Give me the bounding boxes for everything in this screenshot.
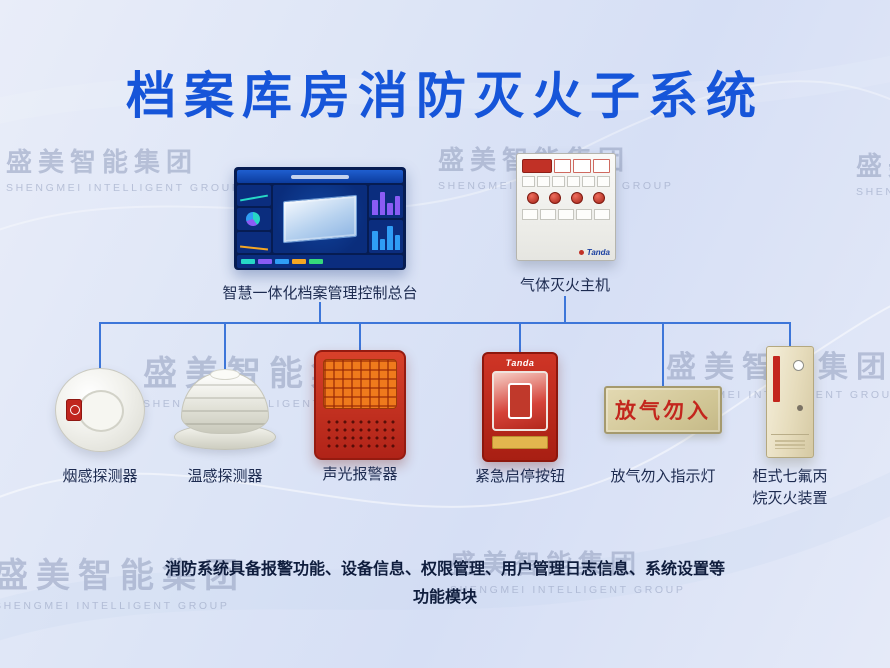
lock-icon [797, 405, 803, 411]
connector-line [99, 322, 101, 368]
console-header [237, 170, 403, 183]
gas-host-label: 气体灭火主机 [519, 277, 610, 294]
gas-host-cells-row [522, 176, 610, 187]
connector-line [319, 302, 321, 322]
connector-line [224, 322, 226, 370]
console-room-view [273, 185, 367, 253]
emergency-button-image: Tanda [482, 352, 558, 462]
connector-bus [99, 322, 791, 324]
gas-warning-sign-image: 放气勿入 [604, 386, 722, 434]
connector-line [662, 322, 664, 388]
footer-text: 消防系统具备报警功能、设备信息、权限管理、用户管理日志信息、系统设置等 功能模块 [0, 556, 890, 612]
console-left-charts [237, 185, 271, 253]
detector-ring [78, 390, 124, 432]
bar-chart-icon [369, 185, 403, 218]
knob-icon [527, 192, 539, 204]
donut-chart-icon [237, 208, 271, 230]
watermark: 盛美智能集团 SHENGMEI INTELLIGENT GROUP [856, 146, 890, 198]
watermark: 盛美智能集团 SHENGMEI INTELLIGENT GROUP [6, 142, 241, 194]
bar-chart-icon [369, 220, 403, 253]
knob-icon [571, 192, 583, 204]
connector-line [359, 322, 361, 352]
host-display [522, 159, 552, 173]
watermark: 盛美智能集团 SHENGMEI INTELLIGENT GROUP [450, 544, 685, 596]
emergency-button-label: 紧急启停按钮 [474, 468, 565, 485]
watermark: 盛美智能集团 SHENGMEI INTELLIGENT GROUP [0, 548, 246, 612]
smoke-detector-label: 烟感探测器 [62, 468, 138, 485]
watermark-en: SHENGMEI INTELLIGENT GROUP [0, 600, 230, 612]
watermark-cn: 盛美智能集团 [6, 147, 199, 177]
smoke-detector-image [54, 366, 146, 460]
cabinet-seam [771, 434, 809, 435]
cabinet-extinguisher-image [766, 346, 814, 458]
gas-warning-light-label: 放气勿入指示灯 [610, 468, 716, 485]
gas-host-image: Tanda [516, 153, 616, 261]
archive-room-image [283, 194, 357, 244]
gas-host-knobs-row [522, 190, 610, 206]
emergency-button-brand: Tanda [505, 358, 535, 368]
speaker-holes [323, 416, 397, 448]
console-footer-strip [237, 255, 403, 268]
knob-icon [549, 192, 561, 204]
footer-line2: 功能模块 [412, 589, 477, 606]
gas-host-brand: Tanda [586, 248, 610, 257]
console-label: 智慧一体化档案管理控制总台 [222, 285, 418, 302]
knob-icon [593, 192, 605, 204]
gas-host-brand-row: Tanda [522, 248, 610, 257]
console-right-charts [369, 185, 403, 253]
heat-detector-label: 温感探测器 [187, 468, 263, 485]
warning-strip [492, 436, 548, 449]
brand-badge-icon [66, 399, 82, 421]
sound-light-alarm-label: 声光报警器 [322, 466, 398, 483]
button-core [508, 383, 532, 419]
control-console-image [234, 167, 406, 270]
heat-detector-image [172, 368, 278, 456]
brand-dot-icon [578, 250, 584, 255]
cabinet-extinguisher-label: 柜式七氟丙 烷灭火装置 [730, 466, 850, 510]
cabinet-vent [775, 440, 805, 449]
console-body [237, 185, 403, 253]
gas-warning-sign-text: 放气勿入 [615, 400, 711, 423]
watermark-en: SHENGMEI INTELLIGENT GROUP [450, 584, 686, 596]
gas-host-cells-row [522, 209, 610, 220]
watermark-en: SHENGMEI INTELLIGENT GROUP [6, 182, 242, 194]
connector-line [564, 296, 566, 322]
watermark-cn: 盛美智能集团 [0, 557, 246, 595]
cabinet-label-line1: 柜式七氟丙 [752, 468, 828, 485]
button-window [492, 371, 548, 431]
line-chart-icon [237, 231, 271, 253]
cabinet-label-line2: 烷灭火装置 [752, 490, 828, 507]
detector-cap [210, 369, 240, 380]
watermark-en: SHENGMEI INTELLIGENT GROUP [856, 186, 890, 198]
detector-dome [181, 372, 269, 434]
connector-line [789, 322, 791, 348]
pressure-gauge-icon [793, 360, 804, 371]
footer-line1: 消防系统具备报警功能、设备信息、权限管理、用户管理日志信息、系统设置等 [164, 561, 725, 578]
watermark-cn: 盛美智能集团 [450, 549, 643, 579]
cabinet-label-strip [773, 356, 780, 402]
connector-line [519, 322, 521, 354]
strobe-grid [323, 359, 397, 409]
sound-light-alarm-image [314, 350, 406, 460]
watermark-cn: 盛美智能集团 [856, 151, 890, 181]
page-title: 档案库房消防灭火子系统 [126, 67, 764, 125]
line-chart-icon [237, 185, 271, 207]
gas-host-display-row [522, 159, 610, 173]
